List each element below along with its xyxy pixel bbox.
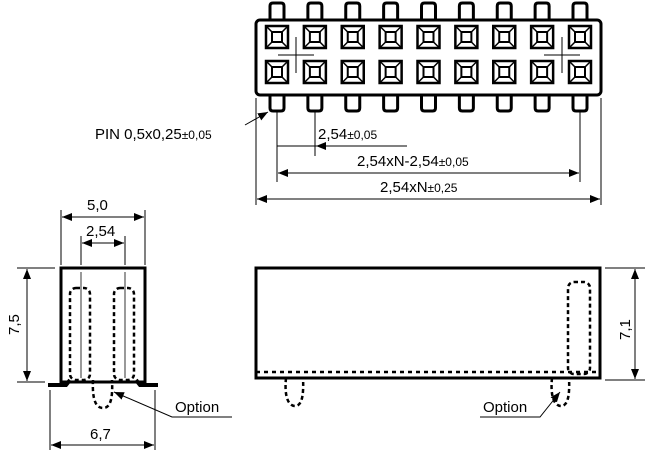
pin-top bbox=[533, 1, 551, 20]
center-mark bbox=[544, 37, 580, 73]
contact-inner bbox=[346, 66, 359, 78]
contact-bevel bbox=[303, 25, 327, 49]
contact-inner bbox=[384, 31, 397, 43]
contact-inner bbox=[460, 66, 473, 78]
front-option-label: Option bbox=[483, 399, 527, 416]
contact-outer bbox=[454, 24, 479, 50]
contact-outer bbox=[416, 24, 441, 50]
front-view bbox=[254, 266, 645, 418]
pin-top bbox=[382, 1, 400, 20]
foot-width-label: 6,7 bbox=[90, 426, 111, 443]
contact-outer bbox=[567, 59, 593, 85]
pin-bottom bbox=[382, 95, 400, 113]
side-row-pitch-label: 2,54 bbox=[86, 223, 115, 240]
contact-outer bbox=[567, 24, 593, 50]
contact-outer bbox=[416, 59, 441, 85]
contact-bevel bbox=[492, 25, 516, 49]
pin-bottom bbox=[495, 95, 513, 113]
length-label: 2,54xN±0,25 bbox=[380, 179, 458, 196]
side-view bbox=[17, 210, 232, 450]
span-label: 2,54xN-2,54±0,05 bbox=[357, 153, 469, 170]
contact-outer bbox=[529, 59, 555, 85]
pin-bottom bbox=[457, 95, 475, 113]
contact-outer bbox=[302, 59, 328, 85]
contact-inner bbox=[271, 31, 283, 43]
contact-bevel bbox=[416, 25, 441, 49]
pin-top bbox=[344, 1, 362, 20]
pin-top bbox=[457, 1, 475, 20]
contact-inner bbox=[422, 66, 435, 78]
contact-bevel bbox=[416, 60, 441, 84]
contact-inner bbox=[271, 66, 283, 78]
contact-inner bbox=[308, 31, 321, 43]
pin-size-label: PIN 0,5x0,25±0,05 bbox=[95, 126, 212, 143]
pin-top bbox=[268, 1, 286, 20]
contact-bevel bbox=[341, 60, 365, 84]
pin-top bbox=[571, 1, 589, 20]
contact-outer bbox=[492, 59, 517, 85]
pin-bottom bbox=[344, 95, 362, 113]
center-mark bbox=[278, 37, 314, 73]
contact-outer bbox=[264, 24, 290, 50]
pin-bottom bbox=[420, 95, 437, 113]
side-height-label: 7,5 bbox=[6, 314, 23, 335]
contact-bevel bbox=[265, 25, 289, 49]
contact-inner bbox=[536, 31, 549, 43]
top-dimensions bbox=[244, 98, 602, 205]
contact-inner bbox=[460, 31, 473, 43]
contact-outer bbox=[378, 59, 403, 85]
contact-outer bbox=[340, 59, 365, 85]
pin-top bbox=[306, 1, 324, 20]
pin-bottom bbox=[533, 95, 551, 113]
contact-bevel bbox=[265, 60, 289, 84]
contact-outer bbox=[378, 24, 403, 50]
contact-outer bbox=[529, 24, 555, 50]
contact-inner bbox=[574, 66, 586, 78]
contact-bevel bbox=[341, 25, 365, 49]
front-height-label: 7,1 bbox=[617, 319, 634, 340]
contact-inner bbox=[384, 66, 397, 78]
contact-bevel bbox=[568, 60, 592, 84]
contact-outer bbox=[340, 24, 365, 50]
contact-bevel bbox=[492, 60, 516, 84]
top-view bbox=[254, 1, 603, 113]
pin-bottom bbox=[306, 95, 324, 113]
contact-bevel bbox=[379, 60, 403, 84]
pin-bottom bbox=[268, 95, 286, 113]
contact-outer bbox=[302, 24, 328, 50]
pin-top bbox=[495, 1, 513, 20]
contact-bevel bbox=[454, 25, 478, 49]
contact-inner bbox=[422, 31, 435, 43]
contact-inner bbox=[498, 31, 511, 43]
pitch-label: 2,54±0,05 bbox=[318, 126, 377, 143]
contact-inner bbox=[536, 66, 549, 78]
contact-bevel bbox=[303, 60, 327, 84]
contact-outer bbox=[492, 24, 517, 50]
contact-inner bbox=[346, 31, 359, 43]
contact-outer bbox=[264, 59, 290, 85]
side-option-label: Option bbox=[175, 399, 219, 416]
contact-bevel bbox=[530, 25, 554, 49]
contact-inner bbox=[498, 66, 511, 78]
side-width-label: 5,0 bbox=[87, 197, 108, 214]
pin-bottom bbox=[571, 95, 589, 113]
contact-bevel bbox=[530, 60, 554, 84]
pin-top bbox=[420, 1, 437, 20]
contact-outer bbox=[454, 59, 479, 85]
contact-inner bbox=[308, 66, 321, 78]
contact-bevel bbox=[568, 25, 592, 49]
contact-bevel bbox=[454, 60, 478, 84]
contact-bevel bbox=[379, 25, 403, 49]
contact-inner bbox=[574, 31, 586, 43]
